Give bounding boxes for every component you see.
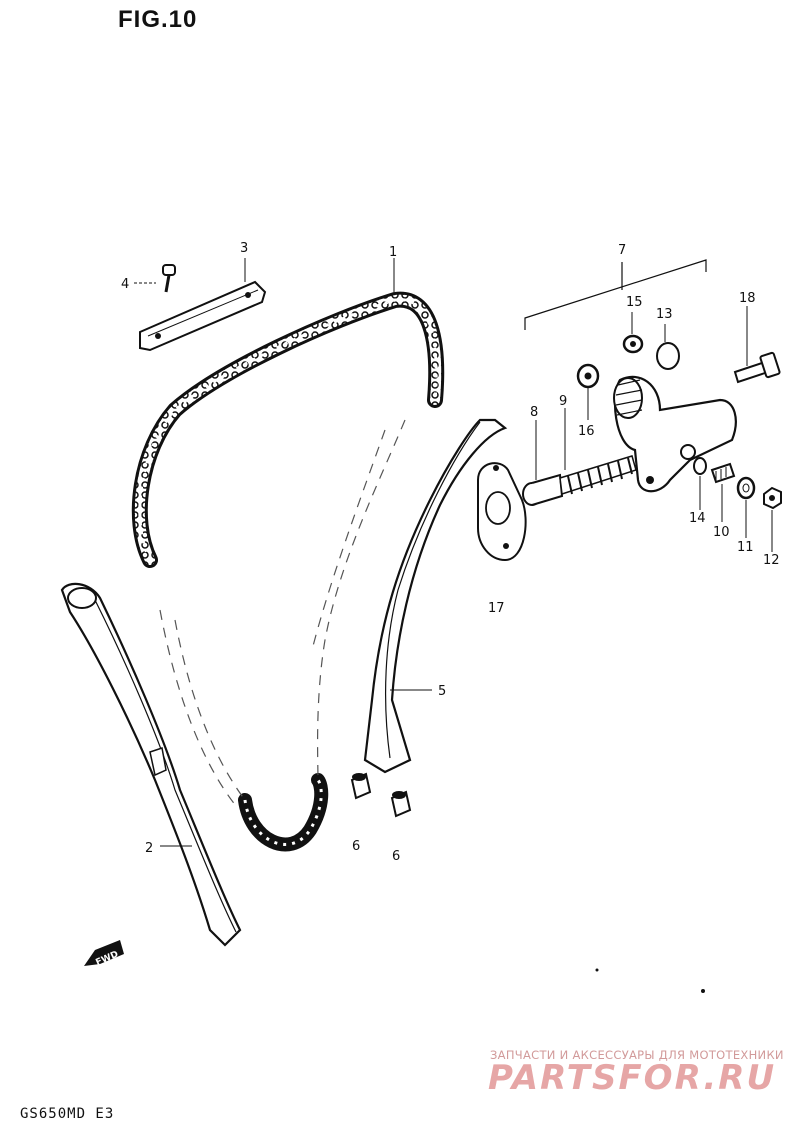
gasket-part-17 (477, 462, 527, 562)
damper-part-6-b (390, 790, 412, 818)
callout-18: 18 (739, 291, 756, 306)
spring-part-9 (559, 455, 637, 495)
watermark-logo: PARTSFOR.RU (488, 1058, 777, 1098)
callout-5: 5 (438, 684, 446, 699)
callout-16: 16 (578, 424, 595, 439)
callout-17: 17 (488, 601, 505, 616)
callout-2: 2 (145, 841, 153, 856)
callout-6b: 6 (392, 849, 400, 864)
bolt-part-18 (733, 351, 781, 384)
washer-part-16 (576, 363, 600, 389)
callout-4: 4 (121, 277, 129, 292)
tensioner-body (613, 375, 737, 493)
callout-12: 12 (763, 553, 780, 568)
pin-part-10 (710, 462, 736, 484)
leader-lines (160, 258, 773, 847)
washer-part-11 (736, 476, 756, 500)
chain-guide-part-3 (139, 280, 267, 352)
o-ring-part-15 (622, 334, 644, 354)
chain-guide-part-5 (363, 418, 508, 774)
callout-1: 1 (389, 245, 397, 260)
callout-13: 13 (656, 307, 673, 322)
callout-15: 15 (626, 295, 643, 310)
callout-6a: 6 (352, 839, 360, 854)
figure-title: FIG.10 (118, 6, 198, 33)
assembly-bracket-part-7 (524, 259, 707, 330)
chain-tensioner-blade-part-2 (60, 582, 242, 947)
model-code: GS650MD E3 (20, 1106, 115, 1122)
callout-10: 10 (713, 525, 730, 540)
forward-direction-arrow: FWD (84, 940, 124, 968)
callout-9: 9 (559, 394, 567, 409)
screw-part-4 (134, 264, 176, 293)
cam-chain-lower-loop (238, 773, 329, 852)
plunger-part-8 (522, 473, 564, 506)
chain-phantom-lines (159, 419, 406, 807)
watermark-tagline: ЗАПЧАСТИ И АКСЕССУАРЫ ДЛЯ МОТОТЕХНИКИ (490, 1048, 784, 1062)
o-ring-part-14 (693, 457, 707, 475)
callout-3: 3 (240, 241, 248, 256)
cam-chain-part-1 (131, 291, 445, 568)
o-ring-part-13 (656, 342, 680, 370)
callout-11: 11 (737, 540, 754, 555)
callout-14: 14 (689, 511, 706, 526)
damper-part-6-a (350, 772, 372, 800)
nut-part-12 (763, 486, 782, 510)
callout-7: 7 (618, 243, 626, 258)
callout-8: 8 (530, 405, 538, 420)
